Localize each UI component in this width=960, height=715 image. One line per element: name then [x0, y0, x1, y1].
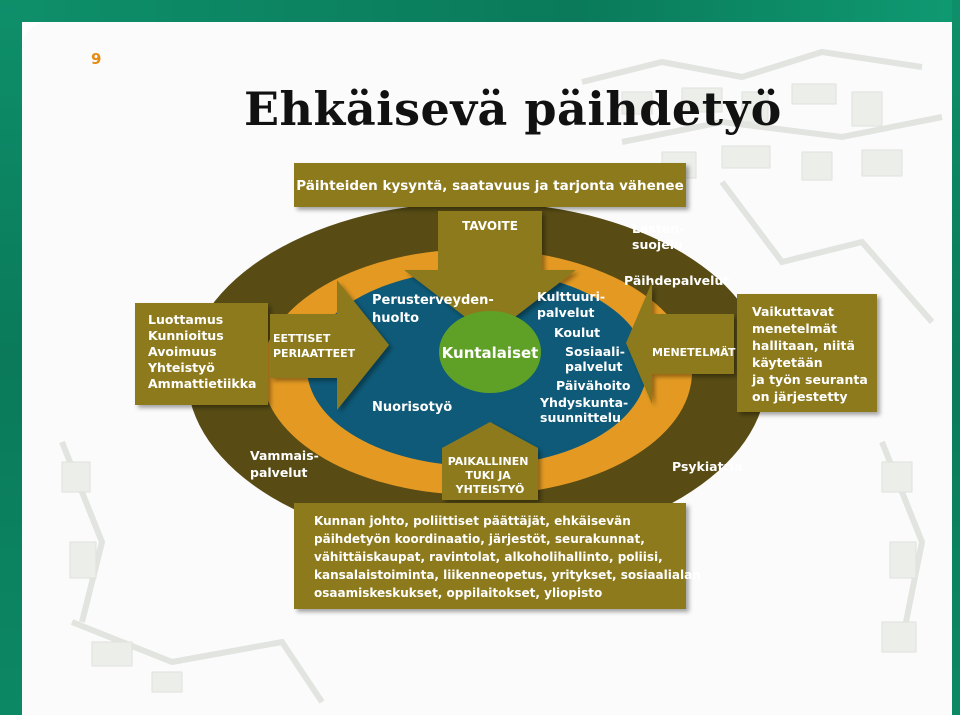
ethics-arrow-line-2: PERIAATTEET [273, 347, 356, 360]
center-node [439, 311, 541, 393]
service-psykiatria: Psykiatria [672, 459, 742, 474]
bottom-box-line-1: Kunnan johto, poliittiset päättäjät, ehk… [314, 514, 631, 528]
service-paihdepalvelut: Päihdepalvelut [624, 273, 729, 288]
values-list: Luottamus Kunnioitus Avoimuus Yhteistyö … [147, 312, 256, 391]
value-item-5: Ammattietiikka [148, 376, 256, 391]
local-support-arrow [442, 422, 538, 500]
service-paivahoito-line-1: Päivähoito [556, 378, 631, 393]
methods-line-3: hallitaan, niitä [752, 338, 855, 353]
bottom-box-line-2: päihdetyön koordinaatio, järjestöt, seur… [314, 532, 645, 546]
goal-arrow [404, 211, 576, 336]
methods-box [737, 294, 877, 412]
service-psykiatria-line-1: Psykiatria [672, 459, 742, 474]
top-banner-text: Päihteiden kysyntä, saatavuus ja tarjont… [296, 178, 683, 194]
service-sosiaalipalvelut-line-2: palvelut [565, 359, 622, 374]
top-banner [294, 163, 686, 207]
service-nuorisotyo-line-1: Nuorisotyö [372, 400, 452, 415]
value-item-2: Kunnioitus [148, 328, 224, 343]
service-perusterveydenhuolto: Perusterveyden- huolto [372, 293, 498, 326]
service-sosiaalipalvelut-line-1: Sosiaali- [565, 344, 625, 359]
methods-line-2: menetelmät [752, 321, 837, 336]
bottom-box-line-4: kansalaistoiminta, liikenneopetus, yrity… [314, 568, 701, 582]
service-lastensuojelu-line-2: suojelu [632, 237, 683, 252]
service-yhdyskuntasuunnittelu-line-2: suunnittelu [540, 410, 621, 425]
service-sosiaalipalvelut: Sosiaali- palvelut [565, 344, 629, 374]
value-item-1: Luottamus [148, 312, 223, 327]
service-yhdyskuntasuunnittelu-line-1: Yhdyskunta- [539, 395, 628, 410]
local-support-line-1: PAIKALLINEN [448, 455, 529, 468]
bottom-box-line-5: osaamiskeskukset, oppilaitokset, yliopis… [314, 586, 602, 600]
service-kulttuuripalvelut: Kulttuuri- palvelut [537, 289, 609, 320]
service-paivahoito: Päivähoito [556, 378, 631, 393]
service-yhdyskuntasuunnittelu: Yhdyskunta- suunnittelu [539, 395, 633, 425]
service-kulttuuripalvelut-line-2: palvelut [537, 305, 594, 320]
service-lastensuojelu-line-1: Lasten- [632, 221, 684, 236]
slide: 9 Ehkäisevä päihdetyö Päihteiden kysyntä… [22, 22, 952, 715]
bottom-box [294, 503, 686, 609]
ethics-arrow-line-1: EETTISET [273, 332, 331, 345]
methods-line-4: käytetään [752, 355, 823, 370]
service-koulut: Koulut [554, 325, 600, 340]
frame-top [0, 0, 960, 22]
service-lastensuojelu: Lasten- suojelu [632, 221, 689, 252]
frame-left [0, 0, 22, 715]
service-paihdepalvelut-line-1: Päihdepalvelut [624, 273, 729, 288]
methods-line-5: ja työn seuranta [751, 372, 868, 387]
service-vammaispalvelut-line-1: Vammais- [250, 448, 319, 463]
service-kulttuuripalvelut-line-1: Kulttuuri- [537, 289, 605, 304]
prevention-diagram: Päihteiden kysyntä, saatavuus ja tarjont… [135, 163, 877, 609]
methods-arrow [626, 282, 734, 404]
values-box [135, 303, 268, 405]
bottom-box-line-3: vähittäiskaupat, ravintolat, alkoholihal… [314, 550, 663, 564]
local-support-line-2: TUKI JA [465, 469, 511, 482]
slide-title: Ehkäisevä päihdetyö [244, 82, 782, 136]
city-map-background [59, 48, 943, 704]
local-support-label: PAIKALLINEN TUKI JA YHTEISTYÖ [448, 455, 533, 496]
service-vammaispalvelut: Vammais- palvelut [250, 448, 323, 480]
service-nuorisotyo: Nuorisotyö [372, 400, 452, 415]
methods-line-1: Vaikuttavat [752, 304, 834, 319]
service-vammaispalvelut-line-2: palvelut [250, 465, 307, 480]
bottom-box-text: Kunnan johto, poliittiset päättäjät, ehk… [314, 514, 705, 600]
value-item-4: Yhteistyö [147, 360, 215, 375]
methods-text: Vaikuttavat menetelmät hallitaan, niitä … [751, 304, 872, 404]
page-number: 9 [91, 50, 102, 68]
methods-arrow-label: MENETELMÄT [652, 345, 736, 359]
service-koulut-line-1: Koulut [554, 325, 600, 340]
service-perusterveydenhuolto-line-2: huolto [372, 311, 419, 326]
local-support-line-3: YHTEISTYÖ [455, 482, 525, 496]
methods-line-6: on järjestetty [752, 389, 847, 404]
service-perusterveydenhuolto-line-1: Perusterveyden- [372, 293, 494, 308]
frame-right [952, 0, 960, 715]
center-label: Kuntalaiset [442, 344, 539, 362]
value-item-3: Avoimuus [148, 344, 217, 359]
ethics-arrow-label: EETTISET PERIAATTEET [273, 332, 356, 360]
ethics-arrow [270, 280, 389, 410]
goal-arrow-label: TAVOITE [462, 219, 518, 233]
